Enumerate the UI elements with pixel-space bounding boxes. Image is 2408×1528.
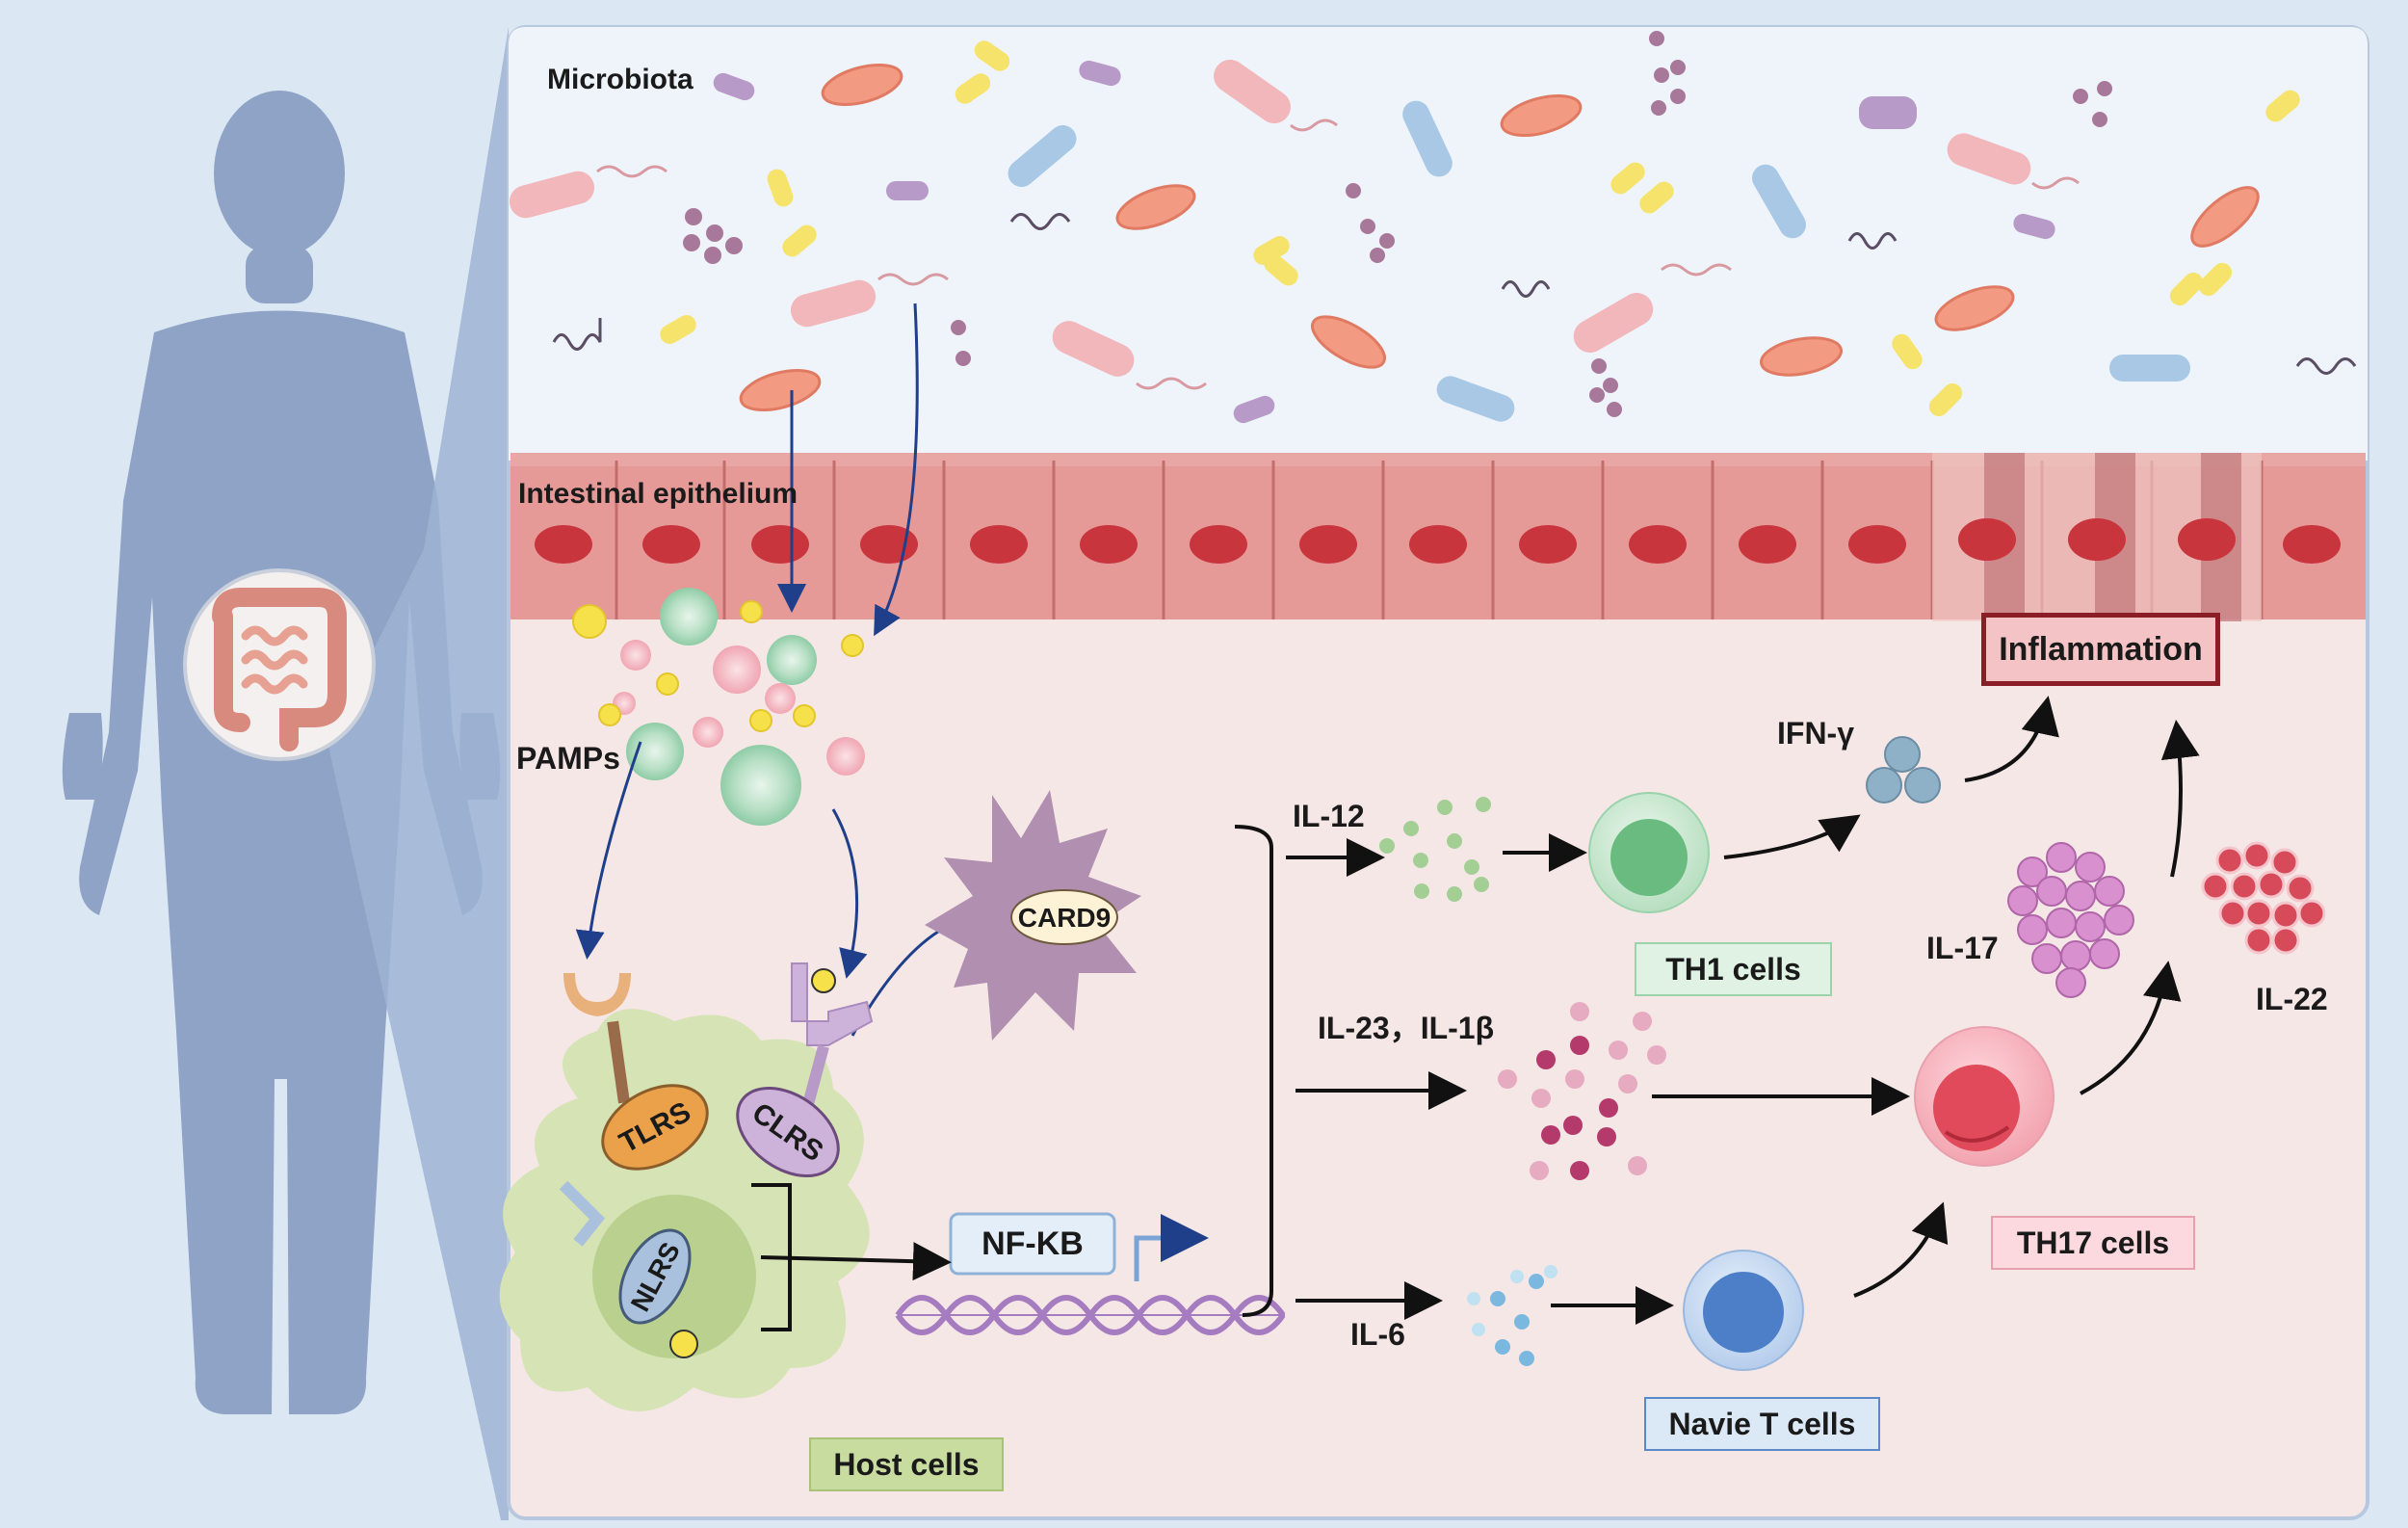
- cytokine-arrows: [1286, 696, 2200, 1325]
- il12-label: IL-12: [1293, 799, 1365, 833]
- human-silhouette: [62, 91, 501, 1414]
- il22-label: IL-22: [2256, 982, 2328, 1016]
- microbiota-cluster: [509, 31, 2357, 424]
- il23-molecules: [1498, 1002, 1666, 1180]
- th17-label-box: TH17 cells: [1991, 1216, 2195, 1270]
- clrs-badge: [736, 1086, 840, 1178]
- intestinal-epithelium: [510, 453, 2366, 621]
- pamps-cluster: [572, 588, 865, 826]
- il17-molecules: [2007, 842, 2134, 998]
- nlrs-badge: [618, 1228, 692, 1325]
- ifn-label: IFN-γ: [1777, 716, 1854, 751]
- il6-molecules: [1467, 1265, 1557, 1366]
- clr-receptor: [791, 962, 874, 1114]
- card9-cell: [925, 790, 1141, 1041]
- nlr-receptor: [559, 1180, 606, 1247]
- cytokine-branch-bracket: [1234, 825, 1273, 1317]
- card9-label: CARD9: [1018, 903, 1111, 933]
- naive-label-box: Navie T cells: [1644, 1397, 1880, 1451]
- th1-label-box: TH1 cells: [1635, 942, 1832, 996]
- il22-molecules: [2201, 841, 2326, 955]
- th17-cell: [1914, 1026, 2055, 1167]
- tlr-receptor: [563, 973, 631, 1104]
- il12-molecules: [1379, 797, 1491, 902]
- dna-helix: [895, 1295, 1286, 1335]
- th1-cell: [1588, 792, 1710, 913]
- intestine-inset: [183, 568, 376, 761]
- nfkb-label: NF-KB: [982, 1225, 1084, 1262]
- inflammation-box: Inflammation: [1981, 613, 2220, 686]
- nlrs-to-nfkb-arrow: [760, 1242, 952, 1281]
- host-cells-label-box: Host cells: [809, 1437, 1004, 1491]
- microbiota-label: Microbiota: [547, 64, 694, 95]
- tlrs-badge: [601, 1084, 709, 1171]
- pamps-label: PAMPs: [516, 741, 620, 776]
- il17-label: IL-17: [1926, 931, 1999, 965]
- il6-label: IL-6: [1350, 1317, 1405, 1352]
- il23-label: IL-23，IL-1β: [1318, 1011, 1494, 1045]
- zoom-wedge: [327, 27, 509, 1520]
- epithelium-label: Intestinal epithelium: [518, 478, 798, 510]
- microbe-to-pamps-arrows: [575, 303, 1008, 1037]
- naive-t-cell: [1683, 1250, 1804, 1371]
- transcription-arrow: [1134, 1214, 1209, 1281]
- ifn-gamma-cell: [1866, 736, 1941, 804]
